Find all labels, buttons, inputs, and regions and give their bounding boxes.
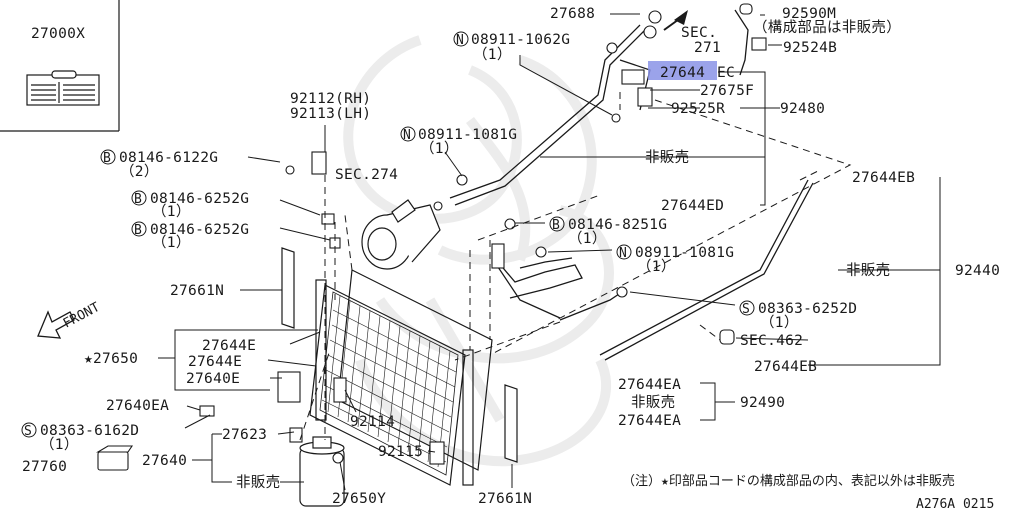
- mark-n-2: N: [403, 128, 411, 143]
- label-27644ec-highlight[interactable]: 27644: [660, 65, 705, 81]
- condenser-frame: [337, 269, 493, 471]
- label-08146-6252g-a-qty: （1）: [152, 203, 191, 220]
- label-92112[interactable]: 92112(RH): [290, 91, 371, 107]
- label-27661n-a[interactable]: 27661N: [170, 283, 224, 299]
- mark-b-3: B: [134, 223, 142, 238]
- mark-b-4: B: [552, 218, 560, 233]
- label-hihanbai-2: 非販売: [846, 262, 890, 279]
- label-08146-6252g-b-qty: （1）: [152, 234, 191, 251]
- label-27644e-a[interactable]: 27644E: [202, 338, 256, 354]
- circle-marks: [21, 31, 755, 438]
- label-sec274[interactable]: SEC.274: [335, 167, 398, 183]
- label-27644ed[interactable]: 27644ED: [661, 198, 724, 214]
- label-08911-1081g-b-qty: （1）: [637, 258, 676, 275]
- mark-n-1: N: [456, 33, 464, 48]
- receiver-drier: [299, 436, 345, 507]
- mark-s-1: S: [742, 302, 750, 317]
- label-92115[interactable]: 92115: [378, 444, 423, 460]
- label-27650y[interactable]: 27650Y: [332, 491, 386, 507]
- mark-b-1: B: [103, 151, 111, 166]
- label-27661n-b[interactable]: 27661N: [478, 491, 532, 507]
- label-27688[interactable]: 27688: [550, 6, 595, 22]
- label-08146-6252g-a[interactable]: 08146-6252G: [150, 191, 249, 207]
- mark-n-3: N: [619, 246, 627, 261]
- label-27644ea-b[interactable]: 27644EA: [618, 413, 681, 429]
- label-hihanbai-3: 非販売: [631, 394, 675, 411]
- label-27644ea-a[interactable]: 27644EA: [618, 377, 681, 393]
- label-27640ea[interactable]: 27640EA: [106, 398, 169, 414]
- label-92440[interactable]: 92440: [955, 263, 1000, 279]
- front-arrow-icon: [37, 310, 75, 339]
- label-27650[interactable]: ★27650: [84, 351, 138, 367]
- label-08146-8251g-qty: （1）: [568, 230, 607, 247]
- label-08363-6252d[interactable]: 08363-6252D: [758, 301, 857, 317]
- label-08911-1062g-qty: （1）: [473, 46, 512, 63]
- label-27640[interactable]: 27640: [142, 453, 187, 469]
- label-92114[interactable]: 92114: [350, 414, 395, 430]
- condenser-core: [309, 279, 474, 486]
- label-hihanbai-1: 非販売: [645, 149, 689, 166]
- label-92490[interactable]: 92490: [740, 395, 785, 411]
- label-08146-6122g[interactable]: 08146-6122G: [119, 150, 218, 166]
- label-27623[interactable]: 27623: [222, 427, 267, 443]
- label-92480[interactable]: 92480: [780, 101, 825, 117]
- label-27675f[interactable]: 27675F: [700, 83, 754, 99]
- label-27640e[interactable]: 27640E: [186, 371, 240, 387]
- diagram-code: A276A 0215: [916, 497, 994, 511]
- direction-arrow: [663, 10, 688, 31]
- leader-lines: [158, 13, 941, 491]
- circle-mark-letters: N N B B B B N S S: [24, 33, 750, 439]
- label-92590m[interactable]: 92590M: [782, 6, 836, 22]
- highlight-box: [648, 61, 717, 80]
- fittings: [96, 3, 767, 471]
- label-sec271-b[interactable]: 271: [694, 40, 721, 56]
- label-08363-6162d-qty: （1）: [40, 436, 79, 453]
- label-92590m-note: （構成部品は非販売）: [753, 19, 901, 36]
- dashed-guides: [299, 92, 852, 441]
- label-08363-6162d[interactable]: 08363-6162D: [40, 423, 139, 439]
- label-08911-1062g[interactable]: 08911-1062G: [471, 32, 570, 48]
- label-sec271-a[interactable]: SEC.: [681, 25, 717, 41]
- label-92525r[interactable]: 92525R: [671, 101, 725, 117]
- footnote: （注）★印部品コードの構成部品の内、表記以外は非販売: [622, 473, 955, 489]
- label-plate-box: [0, 0, 120, 132]
- label-27644eb-top[interactable]: 27644EB: [852, 170, 915, 186]
- label-27644eb-bot[interactable]: 27644EB: [754, 359, 817, 375]
- label-08911-1081g-a-qty: （1）: [420, 140, 459, 157]
- label-27760[interactable]: 27760: [22, 459, 67, 475]
- label-08911-1081g-a[interactable]: 08911-1081G: [418, 127, 517, 143]
- compressor: [361, 199, 441, 270]
- label-27644ec-tail[interactable]: EC: [717, 65, 735, 81]
- part-labels: 27000X 27688 92590M （構成部品は非販売） SEC. 271 …: [22, 6, 1000, 511]
- label-08146-6252g-b[interactable]: 08146-6252G: [150, 222, 249, 238]
- label-front: FRONT: [61, 300, 103, 332]
- seal-strips: [281, 247, 518, 463]
- label-92113[interactable]: 92113(LH): [290, 106, 371, 122]
- label-08146-8251g[interactable]: 08146-8251G: [568, 217, 667, 233]
- label-08911-1081g-b[interactable]: 08911-1081G: [635, 245, 734, 261]
- label-92524b[interactable]: 92524B: [783, 40, 837, 56]
- mark-s-2: S: [24, 424, 32, 439]
- label-sec462[interactable]: SEC.462: [740, 333, 803, 349]
- mark-b-2: B: [134, 192, 142, 207]
- label-08363-6252d-qty: （1）: [760, 314, 799, 331]
- label-27644e-b[interactable]: 27644E: [188, 354, 242, 370]
- label-08146-6122g-qty: （2）: [120, 163, 159, 180]
- label-hihanbai-4: 非販売: [236, 474, 280, 491]
- label-27000x[interactable]: 27000X: [31, 26, 85, 42]
